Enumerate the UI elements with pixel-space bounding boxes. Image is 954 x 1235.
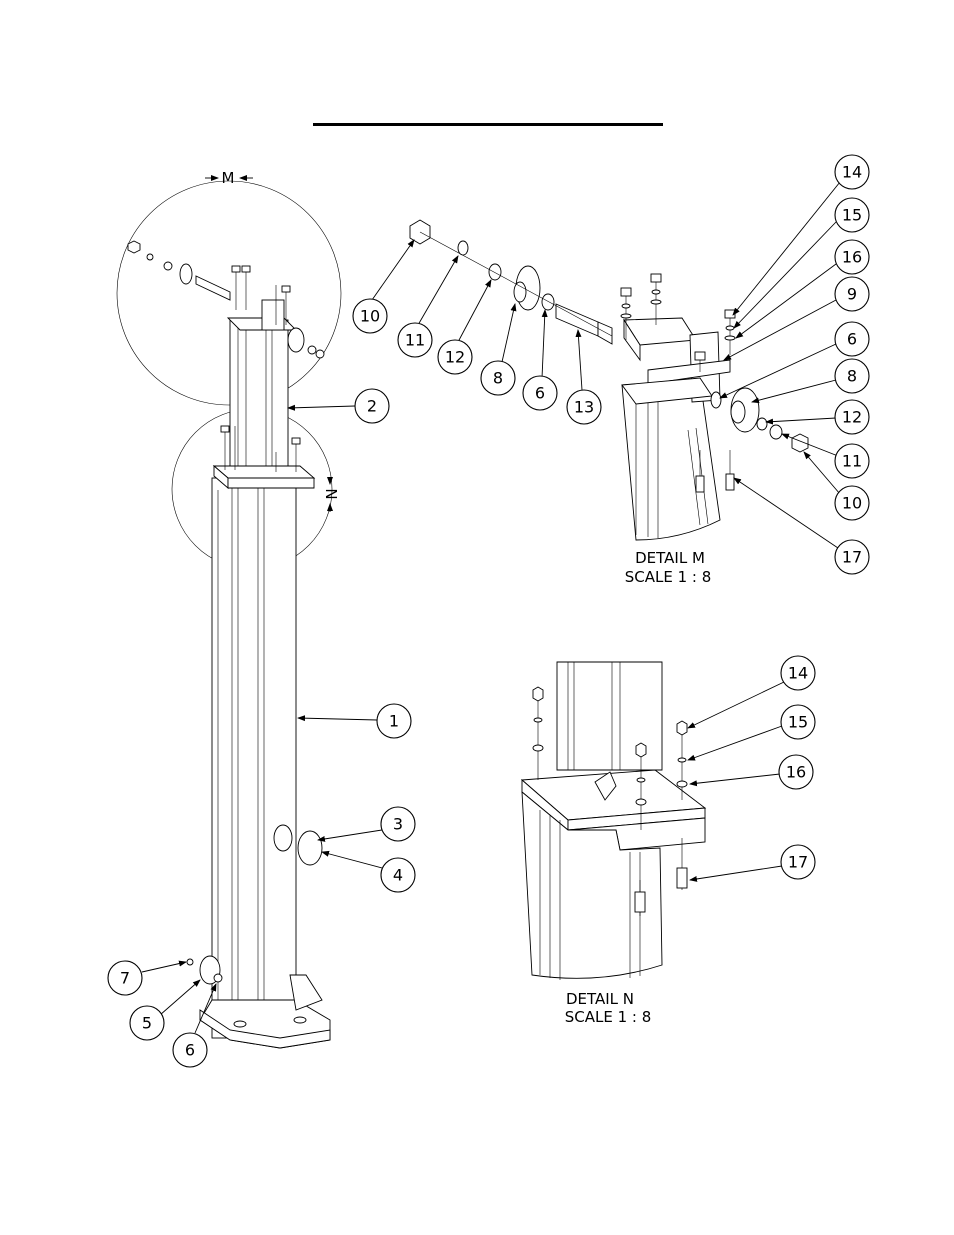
svg-text:7: 7	[120, 969, 130, 988]
svg-text:3: 3	[393, 815, 403, 834]
mid-plate	[214, 466, 314, 478]
callout-8-m: 8	[835, 359, 869, 393]
svg-text:2: 2	[367, 397, 377, 416]
svg-text:16: 16	[842, 248, 862, 267]
callout-12-m: 12	[835, 400, 869, 434]
callout-16-n: 16	[779, 755, 813, 789]
svg-text:1: 1	[389, 712, 399, 731]
callout-5: 5	[130, 1006, 164, 1040]
svg-text:17: 17	[842, 548, 862, 567]
callout-6-m: 6	[835, 322, 869, 356]
callout-12-axle: 12	[438, 340, 472, 374]
access-port	[274, 825, 292, 851]
callout-9: 9	[835, 277, 869, 311]
svg-text:13: 13	[574, 398, 594, 417]
svg-text:10: 10	[360, 307, 380, 326]
callout-6-main: 6	[173, 1033, 207, 1067]
callout-2: 2	[355, 389, 389, 423]
callout-3: 3	[381, 807, 415, 841]
axle-washer	[458, 241, 468, 255]
detail-m: DETAIL M SCALE 1 : 8 14 15 16 9	[621, 155, 869, 586]
callout-4: 4	[381, 858, 415, 892]
callout-17-m: 17	[835, 540, 869, 574]
svg-text:9: 9	[847, 285, 857, 304]
exploded-axle: 10 11 12 8 6	[353, 220, 612, 424]
axle-spacer	[489, 264, 501, 280]
svg-text:15: 15	[788, 713, 808, 732]
callout-17-n: 17	[781, 845, 815, 879]
callout-15-n: 15	[781, 705, 815, 739]
svg-text:12: 12	[445, 348, 465, 367]
svg-text:10: 10	[842, 494, 862, 513]
svg-text:17: 17	[788, 853, 808, 872]
callout-16-m: 16	[835, 240, 869, 274]
callout-10-axle: 10	[353, 299, 387, 333]
svg-text:4: 4	[393, 866, 403, 885]
svg-text:14: 14	[842, 163, 862, 182]
main-column: M N	[117, 169, 341, 1048]
detail-n: DETAIL N SCALE 1 : 8 14 15 16 17	[522, 656, 815, 1026]
svg-text:16: 16	[786, 763, 806, 782]
svg-text:15: 15	[842, 206, 862, 225]
svg-text:5: 5	[142, 1014, 152, 1033]
svg-text:6: 6	[185, 1041, 195, 1060]
axle-bushing	[542, 294, 554, 310]
svg-text:12: 12	[842, 408, 862, 427]
upper-column	[230, 320, 288, 470]
detail-n-caption-scale: SCALE 1 : 8	[565, 1008, 652, 1026]
callout-11-axle: 11	[398, 323, 432, 357]
detail-n-caption-title: DETAIL N	[566, 990, 634, 1008]
callout-14-n: 14	[781, 656, 815, 690]
callout-7: 7	[108, 961, 142, 995]
callout-11-m: 11	[835, 444, 869, 478]
callout-8-axle: 8	[481, 361, 515, 395]
callout-15-m: 15	[835, 198, 869, 232]
callout-10-m: 10	[835, 486, 869, 520]
svg-text:11: 11	[842, 452, 862, 471]
detail-n-label: N	[322, 488, 340, 499]
callout-13: 13	[567, 390, 601, 424]
top-axle-parts	[128, 241, 324, 358]
detail-m-caption-title: DETAIL M	[635, 549, 705, 567]
svg-text:6: 6	[847, 330, 857, 349]
callout-14-m: 14	[835, 155, 869, 189]
callout-1: 1	[377, 704, 411, 738]
callout-6-axle: 6	[523, 376, 557, 410]
detail-m-label: M	[222, 169, 235, 187]
svg-text:6: 6	[535, 384, 545, 403]
svg-text:14: 14	[788, 664, 808, 683]
detail-m-caption-scale: SCALE 1 : 8	[625, 568, 712, 586]
svg-text:11: 11	[405, 331, 425, 350]
svg-text:8: 8	[493, 369, 503, 388]
access-cover	[298, 831, 322, 865]
column-body	[212, 478, 296, 1038]
svg-text:8: 8	[847, 367, 857, 386]
